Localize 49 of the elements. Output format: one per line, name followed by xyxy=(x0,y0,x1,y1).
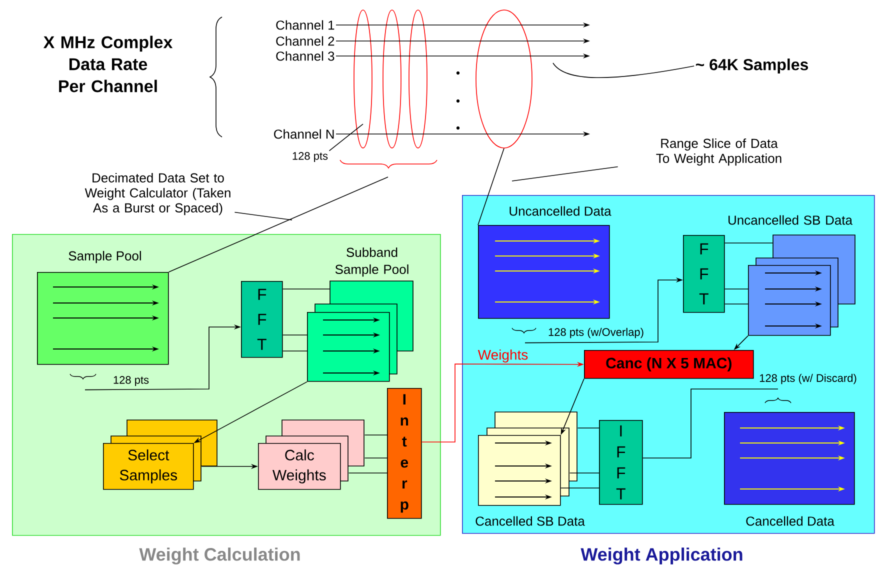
node-label: Samples xyxy=(120,469,178,484)
vertical-box: F F T xyxy=(683,235,725,313)
connector-line xyxy=(364,434,388,436)
connector-line xyxy=(478,148,504,226)
connector-line xyxy=(328,124,364,152)
connector-line xyxy=(282,350,308,352)
box-heading: Uncancelled SB Data xyxy=(728,215,852,225)
leader-line xyxy=(512,166,618,182)
panel-title: Weight Application xyxy=(580,548,742,564)
vertical-box: I n t e r p xyxy=(387,388,422,519)
box-heading: Sample Pool xyxy=(68,250,141,264)
sample-window-ellipse xyxy=(354,10,372,148)
connector-line xyxy=(348,472,388,474)
vertical-box: F F T xyxy=(241,281,283,358)
box-heading: Cancelled Data xyxy=(746,516,834,526)
stacked-boxes: Select Samples xyxy=(103,420,218,490)
connector-line xyxy=(282,288,330,290)
text-label: Channel 1 xyxy=(276,20,334,30)
connector-line xyxy=(569,472,600,474)
box-heading: Subband Sample Pool xyxy=(335,247,408,277)
box-heading: Uncancelled Data xyxy=(510,206,612,216)
text-label: Channel N xyxy=(274,129,334,139)
text-label: Range Slice of Data To Weight Application xyxy=(656,138,782,166)
connector-line xyxy=(282,334,308,336)
edge-label: 128 pts xyxy=(112,375,150,387)
edge-label: 128 pts (w/ Discard) xyxy=(758,372,858,386)
text-label: 128 pts xyxy=(292,152,328,162)
sample-window-ellipse xyxy=(382,10,402,148)
connector-line xyxy=(724,242,774,244)
stacked-boxes: Calc Weights xyxy=(258,420,364,490)
data-box: Canc (N X 5 MAC) xyxy=(584,350,754,379)
connector-line xyxy=(724,288,748,290)
sample-window-ellipse xyxy=(408,10,428,148)
box-heading: Cancelled SB Data xyxy=(476,516,585,526)
text-label: ~ 64K Samples xyxy=(696,58,808,74)
panel-title: Weight Calculation xyxy=(139,548,300,564)
text-label: Decimated Data Set to Weight Calculator (Taken As a Burst or Spaced) xyxy=(84,172,230,216)
connector-line xyxy=(642,388,778,458)
leader-line xyxy=(552,62,694,78)
edge-label: Weights xyxy=(476,348,530,364)
edge-label: 128 pts (w/Overlap) xyxy=(547,326,645,340)
side-heading: X MHz Complex Data Rate Per Channel xyxy=(43,36,173,92)
leader-line xyxy=(168,176,388,272)
node-label: Weights xyxy=(272,469,326,484)
leader-line xyxy=(234,212,292,220)
text-label: Channel 3 xyxy=(276,51,334,61)
text-label: Channel 2 xyxy=(276,36,334,46)
vertical-box: I F F T xyxy=(599,420,643,505)
sample-window-ellipse xyxy=(476,10,532,148)
